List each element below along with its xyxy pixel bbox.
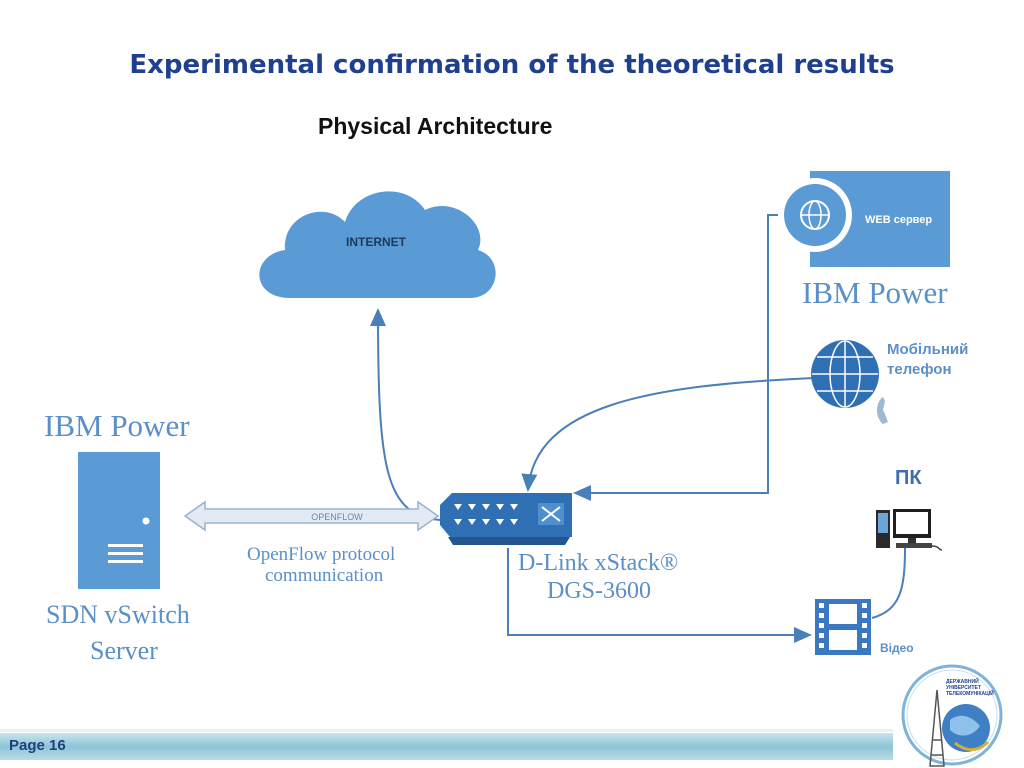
slide-title: Experimental confirmation of the theoret…: [129, 50, 895, 80]
video-link: [507, 548, 812, 643]
dlink-label-line1: D-Link xStack®: [518, 550, 679, 576]
pc-computer-icon: [876, 509, 943, 551]
mobile-label-line2: телефон: [887, 361, 952, 378]
university-logo-icon: ДЕРЖАВНИЙ УНІВЕРСИТЕТ ТЕЛЕКОМУНІКАЦІЙ: [901, 664, 1003, 767]
web-server-link: [573, 214, 808, 501]
phone-handset-icon: [877, 397, 888, 424]
ibm-power-right-label: IBM Power: [802, 275, 948, 310]
sdn-server-icon: [78, 452, 160, 589]
pc-link: [871, 547, 906, 619]
sdn-server-label-line2: Server: [90, 636, 158, 665]
openflow-description-line1: OpenFlow protocol: [247, 544, 396, 565]
connection-lines: [370, 214, 906, 643]
mobile-label-line1: Мобільний: [887, 341, 968, 358]
ibm-power-left-label: IBM Power: [44, 408, 190, 443]
sdn-server-label-line1: SDN vSwitch: [46, 600, 190, 629]
pc-label: ПК: [895, 467, 922, 489]
mobile-link: [521, 377, 816, 492]
cloud-switch-link: [370, 308, 441, 521]
footer-bar: [0, 733, 893, 760]
internet-cloud-icon: [259, 191, 496, 298]
dlink-label-line2: DGS-3600: [547, 578, 652, 604]
web-server-icon: [778, 171, 950, 267]
video-film-icon: [815, 599, 871, 655]
openflow-arrow: [183, 500, 440, 532]
footer-divider: [0, 729, 893, 732]
slide-subtitle: Physical Architecture: [318, 113, 553, 139]
openflow-arrow-label: OPENFLOW: [311, 512, 363, 522]
logo-text-line1: ДЕРЖАВНИЙ: [946, 677, 979, 685]
web-server-label: WEB сервер: [865, 214, 932, 226]
mobile-globe-icon: [811, 340, 879, 408]
logo-text-line2: УНІВЕРСИТЕТ: [946, 685, 981, 691]
logo-text-line3: ТЕЛЕКОМУНІКАЦІЙ: [946, 689, 994, 697]
video-label: Відео: [880, 641, 914, 655]
dlink-switch-icon: [440, 493, 572, 545]
page-number: Page 16: [9, 737, 66, 754]
openflow-description-line2: communication: [265, 565, 384, 586]
internet-label: INTERNET: [346, 235, 407, 249]
